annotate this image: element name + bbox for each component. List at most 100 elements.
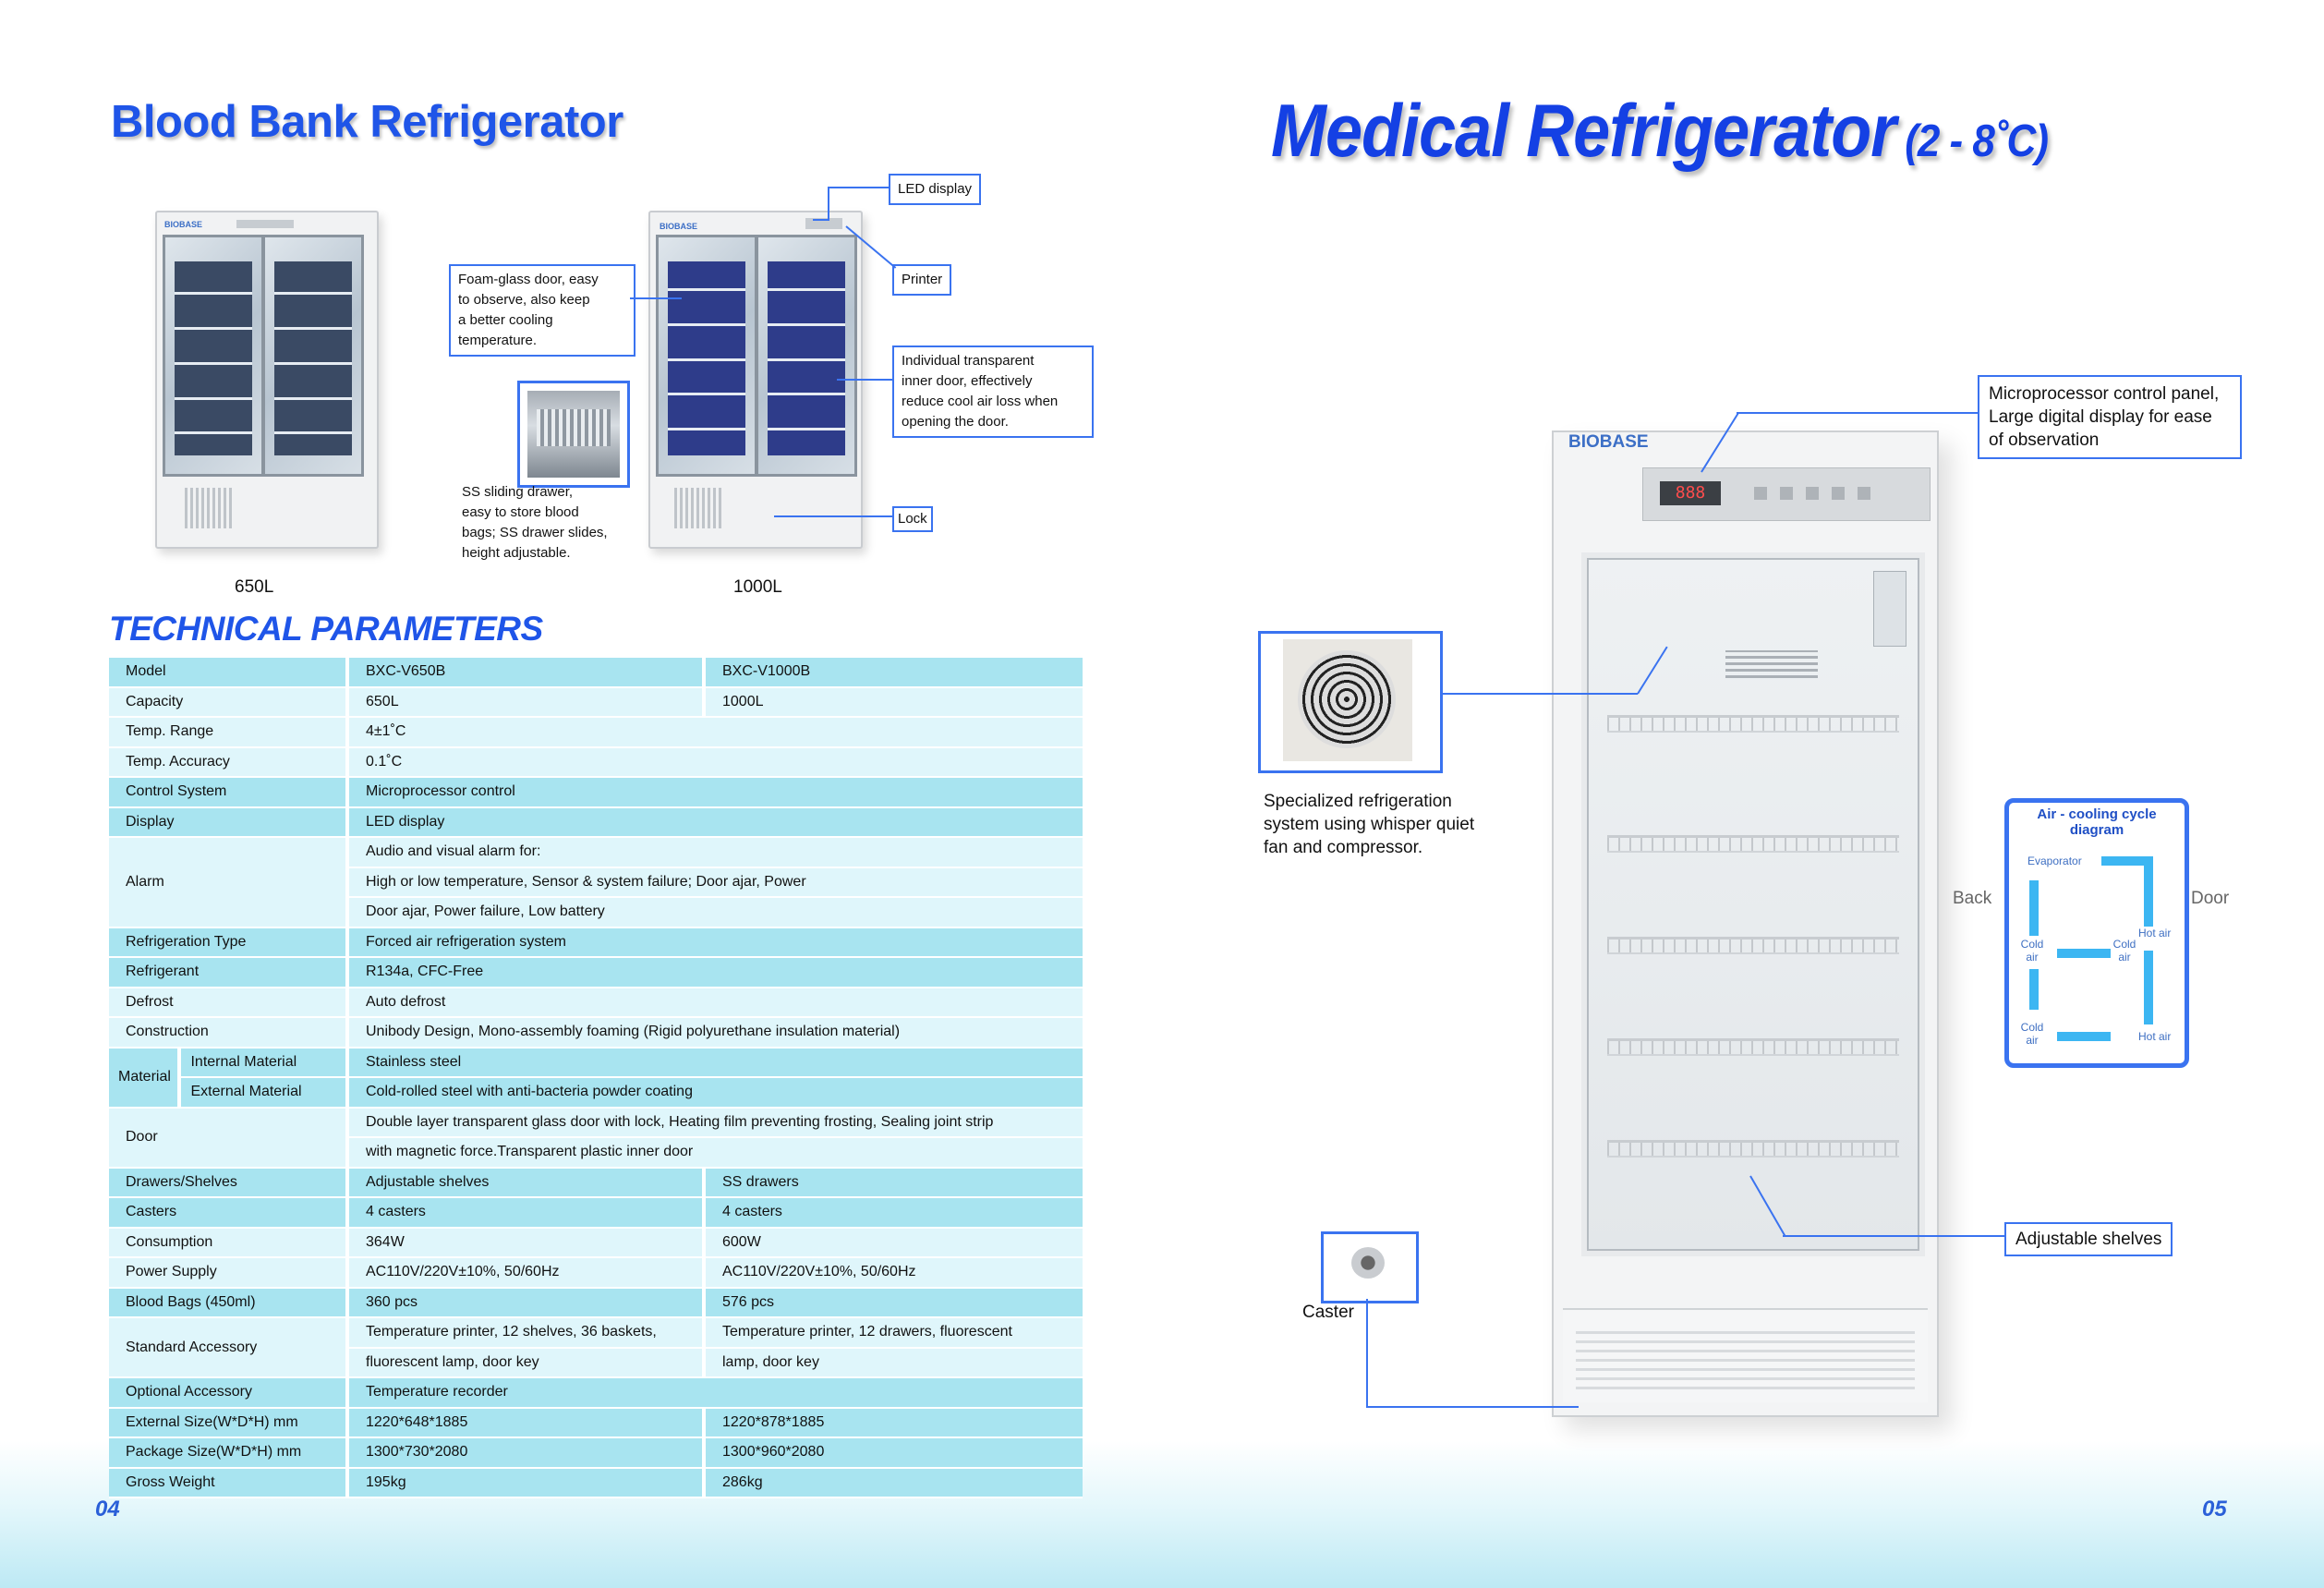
arrow-left-down-2: [2029, 969, 2039, 1010]
fridge-650l-brand: BIOBASE: [164, 220, 203, 229]
title-main: Medical Refrigerator: [1271, 90, 1896, 173]
arrow-bottom: [2057, 1032, 2111, 1041]
table-row: External Size(W*D*H) mm 1220*648*1885 12…: [109, 1408, 1083, 1438]
shelf-5: [1607, 1140, 1899, 1158]
table-row: Refrigerant R134a, CFC-Free: [109, 958, 1083, 988]
table-row: with magnetic force.Transparent plastic …: [109, 1138, 1083, 1169]
fridge-650l-left-door: [163, 235, 264, 477]
drawer-line-4: height adjustable.: [462, 545, 571, 561]
fridge-1000l-brand: BIOBASE: [660, 222, 698, 231]
foam-line-3: a better cooling: [458, 312, 553, 328]
fridge-1000l-led-panel: [805, 218, 842, 229]
fridge-1000l-left-glass: [668, 261, 745, 455]
table-row: Model BXC-V650B BXC-V1000B: [109, 658, 1083, 688]
leader-caster-v: [1366, 1299, 1368, 1408]
cycle-evaporator-label: Evaporator: [2027, 855, 2082, 867]
table-row: Display LED display: [109, 807, 1083, 838]
fan-description: Specialized refrigeration system using w…: [1264, 790, 1474, 859]
fridge-1000l-left-door: [656, 235, 757, 477]
fridge-650l-left-glass: [175, 261, 252, 455]
medical-refrigerator-image: BIOBASE 888: [1552, 430, 1939, 1417]
table-row: Door ajar, Power failure, Low battery: [109, 898, 1083, 928]
air-cooling-cycle-diagram: Air - cooling cycle diagram Evaporator C…: [2004, 798, 2189, 1068]
medical-fridge-brand: BIOBASE: [1568, 432, 1649, 452]
table-row: Standard Accessory Temperature printer, …: [109, 1318, 1083, 1378]
table-row: Power Supply AC110V/220V±10%, 50/60Hz AC…: [109, 1258, 1083, 1289]
drawer-description: SS sliding drawer, easy to store blood b…: [462, 482, 637, 564]
arrow-right-up-2: [2144, 951, 2153, 1024]
callout-foam-glass-door: Foam-glass door, easy to observe, also k…: [449, 264, 635, 357]
table-row: Capacity 650L 1000L: [109, 687, 1083, 718]
shelf-3: [1607, 937, 1899, 954]
page-number-right: 05: [2202, 1497, 2227, 1521]
inner-line-2: inner door, effectively: [902, 373, 1033, 389]
model-label-1000l: 1000L: [733, 577, 782, 597]
table-row: High or low temperature, Sensor & system…: [109, 867, 1083, 898]
fridge-650l-vent: [185, 488, 235, 528]
thermometer-icon: [1873, 571, 1906, 647]
table-row: Construction Unibody Design, Mono-assemb…: [109, 1018, 1083, 1049]
caster-label: Caster: [1302, 1303, 1354, 1322]
page-title-medical: Medical Refrigerator(2 - 8˚C): [1271, 89, 2049, 174]
table-row: Drawers/Shelves Adjustable shelves SS dr…: [109, 1168, 1083, 1198]
fan-line-1: Specialized refrigeration: [1264, 792, 1452, 811]
model-label-650l: 650L: [235, 577, 274, 597]
arrow-left-down: [2029, 880, 2039, 936]
foam-line-1: Foam-glass door, easy: [458, 272, 599, 287]
base-vent: [1576, 1325, 1915, 1389]
ss-drawer-thumbnail: [517, 381, 630, 488]
foam-line-4: temperature.: [458, 333, 538, 348]
cycle-back-label: Back: [1953, 889, 1992, 908]
table-row: Consumption 364W 600W: [109, 1228, 1083, 1258]
table-row: Optional Accessory Temperature recorder: [109, 1378, 1083, 1409]
leader-led-v: [828, 187, 829, 220]
cycle-hot-air-2: Hot air: [2138, 1030, 2172, 1043]
panel-line-1: Microprocessor control panel,: [1989, 384, 2220, 404]
fridge-650l-right-door: [262, 235, 364, 477]
callout-lock: Lock: [892, 506, 933, 532]
cycle-door-label: Door: [2191, 889, 2230, 908]
arrow-right-up: [2144, 856, 2153, 927]
page-number-left: 04: [95, 1497, 120, 1521]
table-row: Door Double layer transparent glass door…: [109, 1108, 1083, 1169]
table-row: Temp. Accuracy 0.1˚C: [109, 747, 1083, 778]
table-row: Control System Microprocessor control: [109, 778, 1083, 808]
callout-led-display: LED display: [889, 174, 982, 205]
fan-line-3: fan and compressor.: [1264, 838, 1423, 857]
cycle-hot-air-1: Hot air: [2138, 927, 2172, 939]
table-row: fluorescent lamp, door key lamp, door ke…: [109, 1348, 1083, 1378]
leader-led-h2: [813, 219, 829, 221]
leader-lock: [774, 515, 892, 517]
table-row: Package Size(W*D*H) mm 1300*730*2080 130…: [109, 1438, 1083, 1469]
table-row: Blood Bags (450ml) 360 pcs 576 pcs: [109, 1288, 1083, 1318]
drawer-line-1: SS sliding drawer,: [462, 484, 574, 500]
title-temperature: (2 - 8˚C): [1905, 115, 2049, 166]
foam-line-2: to observe, also keep: [458, 292, 590, 308]
cycle-title: Air - cooling cycle diagram: [2009, 806, 2185, 838]
caster-icon: [1351, 1247, 1385, 1279]
table-row: Defrost Auto defrost: [109, 988, 1083, 1018]
digital-display: 888: [1660, 481, 1721, 505]
drawer-line-2: easy to store blood: [462, 504, 579, 520]
caster-thumbnail: [1321, 1231, 1419, 1303]
leader-panel-h: [1737, 412, 1978, 414]
drawer-line-3: bags; SS drawer slides,: [462, 525, 608, 540]
inner-line-3: reduce cool air loss when: [902, 394, 1059, 409]
callout-control-panel: Microprocessor control panel, Large digi…: [1978, 375, 2242, 459]
table-row: Casters 4 casters 4 casters: [109, 1198, 1083, 1229]
fridge-650l-image: BIOBASE: [155, 211, 379, 549]
callout-adjustable-shelves: Adjustable shelves: [2004, 1222, 2173, 1256]
leader-inner-door: [837, 379, 892, 381]
fridge-base: [1563, 1308, 1928, 1402]
shelf-4: [1607, 1038, 1899, 1056]
fan-thumbnail: [1258, 631, 1443, 773]
callout-printer: Printer: [892, 264, 952, 296]
table-row: External Material Cold-rolled steel with…: [109, 1078, 1083, 1109]
arrow-top-left: [2101, 856, 2153, 866]
page-title-blood-bank: Blood Bank Refrigerator: [111, 97, 623, 147]
panel-buttons: [1754, 487, 1874, 500]
fridge-650l-right-glass: [274, 261, 352, 455]
callout-inner-door: Individual transparent inner door, effec…: [892, 345, 1094, 438]
